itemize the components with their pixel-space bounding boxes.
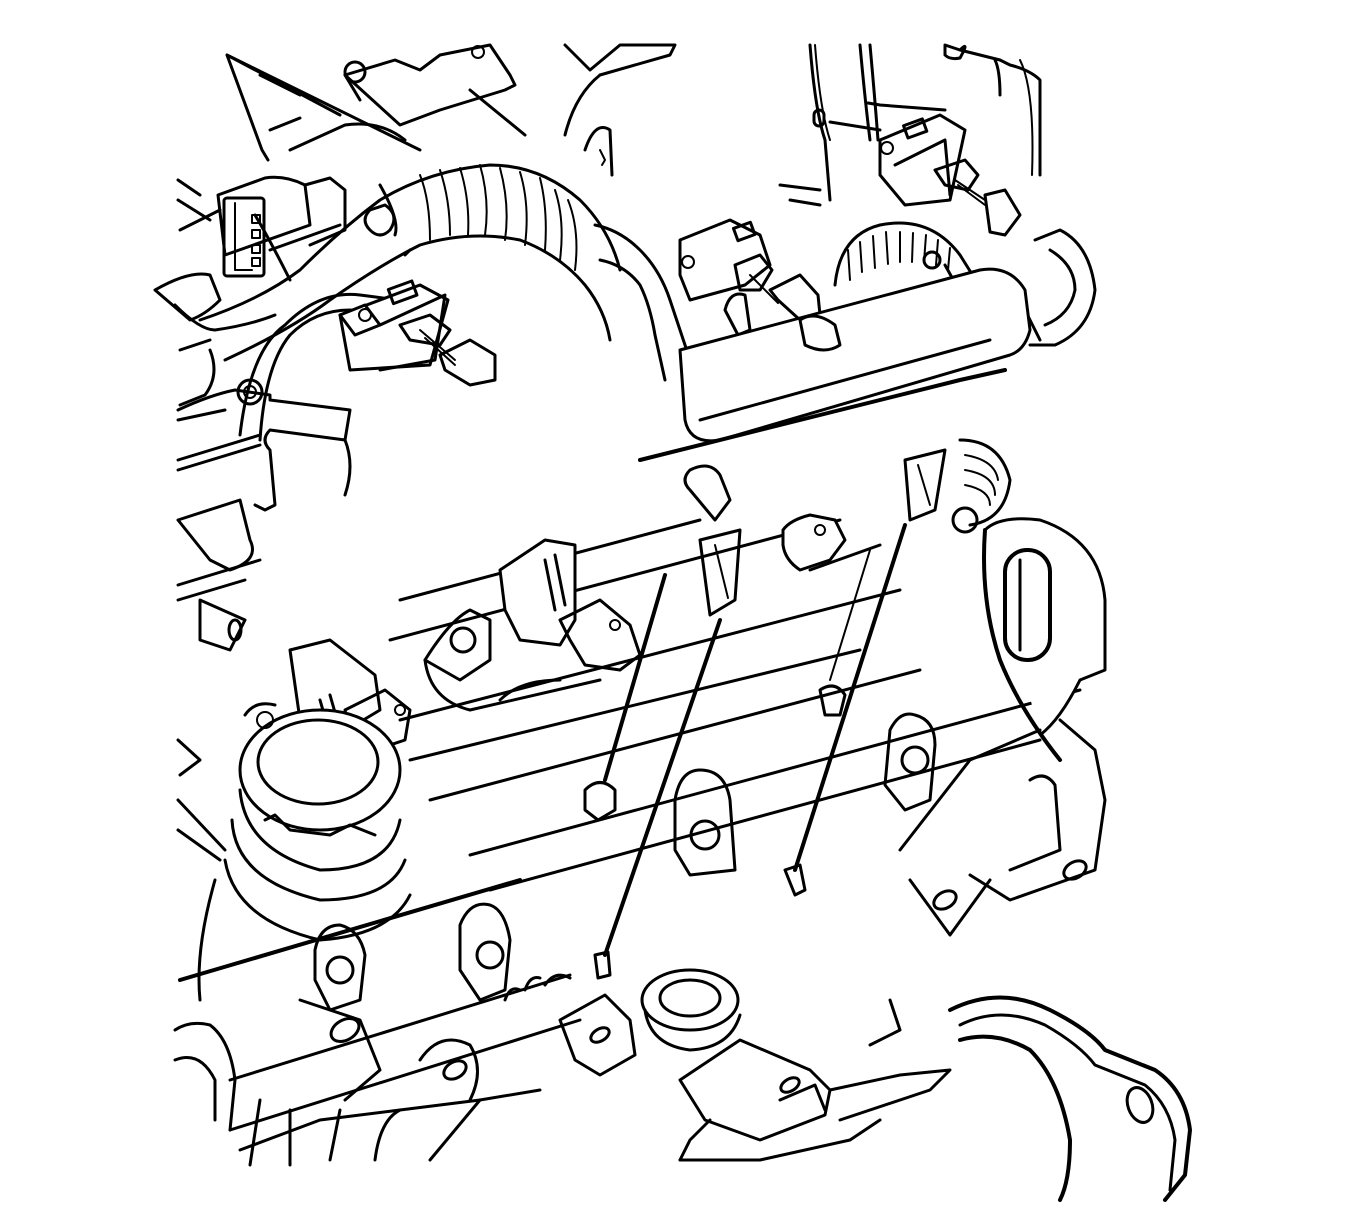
fuel-rail (678, 228, 1097, 443)
left-edge-details (176, 178, 262, 862)
spark-plug-wire-3 (793, 523, 907, 872)
spark-plug-wires (583, 523, 907, 980)
connector-center-harness (338, 279, 497, 387)
lower-bracket-block (678, 1038, 952, 1162)
wiring-harness (153, 163, 702, 407)
connector-cover-center (781, 513, 882, 572)
lifting-bracket (898, 517, 1107, 937)
lifting-eye (1003, 548, 1052, 662)
bolt-icon (689, 819, 721, 851)
bolt-icon (449, 626, 477, 654)
coil-boots (683, 448, 947, 617)
plug-boot (583, 781, 617, 822)
upper-sensor-bracket (225, 43, 527, 162)
throttle-body (778, 43, 1042, 207)
coolant-outlet (503, 968, 742, 1077)
bolt-icon (236, 378, 264, 406)
cover-bolts (313, 712, 937, 1012)
small-fitting (812, 108, 826, 128)
bolt-icon (343, 60, 367, 84)
plug-boot (818, 684, 847, 717)
rear-flange (868, 995, 1192, 1202)
spark-plug-wire-1 (603, 573, 667, 782)
oil-fill-cap (223, 702, 412, 942)
lower-left-block (173, 998, 542, 1167)
spark-plug-wire-2 (603, 618, 722, 957)
ignition-coil-middle-left (423, 538, 642, 712)
bolt-icon (325, 955, 355, 985)
ignition-coil-top-right (878, 113, 1022, 237)
left-harness-clip (176, 378, 352, 512)
bolt-icon (900, 745, 930, 775)
gear-hub (922, 250, 942, 270)
bolt-icon (475, 940, 505, 970)
upper-tube (563, 43, 677, 177)
harness-corrugated-right (951, 438, 1012, 534)
connector-large-left (216, 175, 347, 278)
